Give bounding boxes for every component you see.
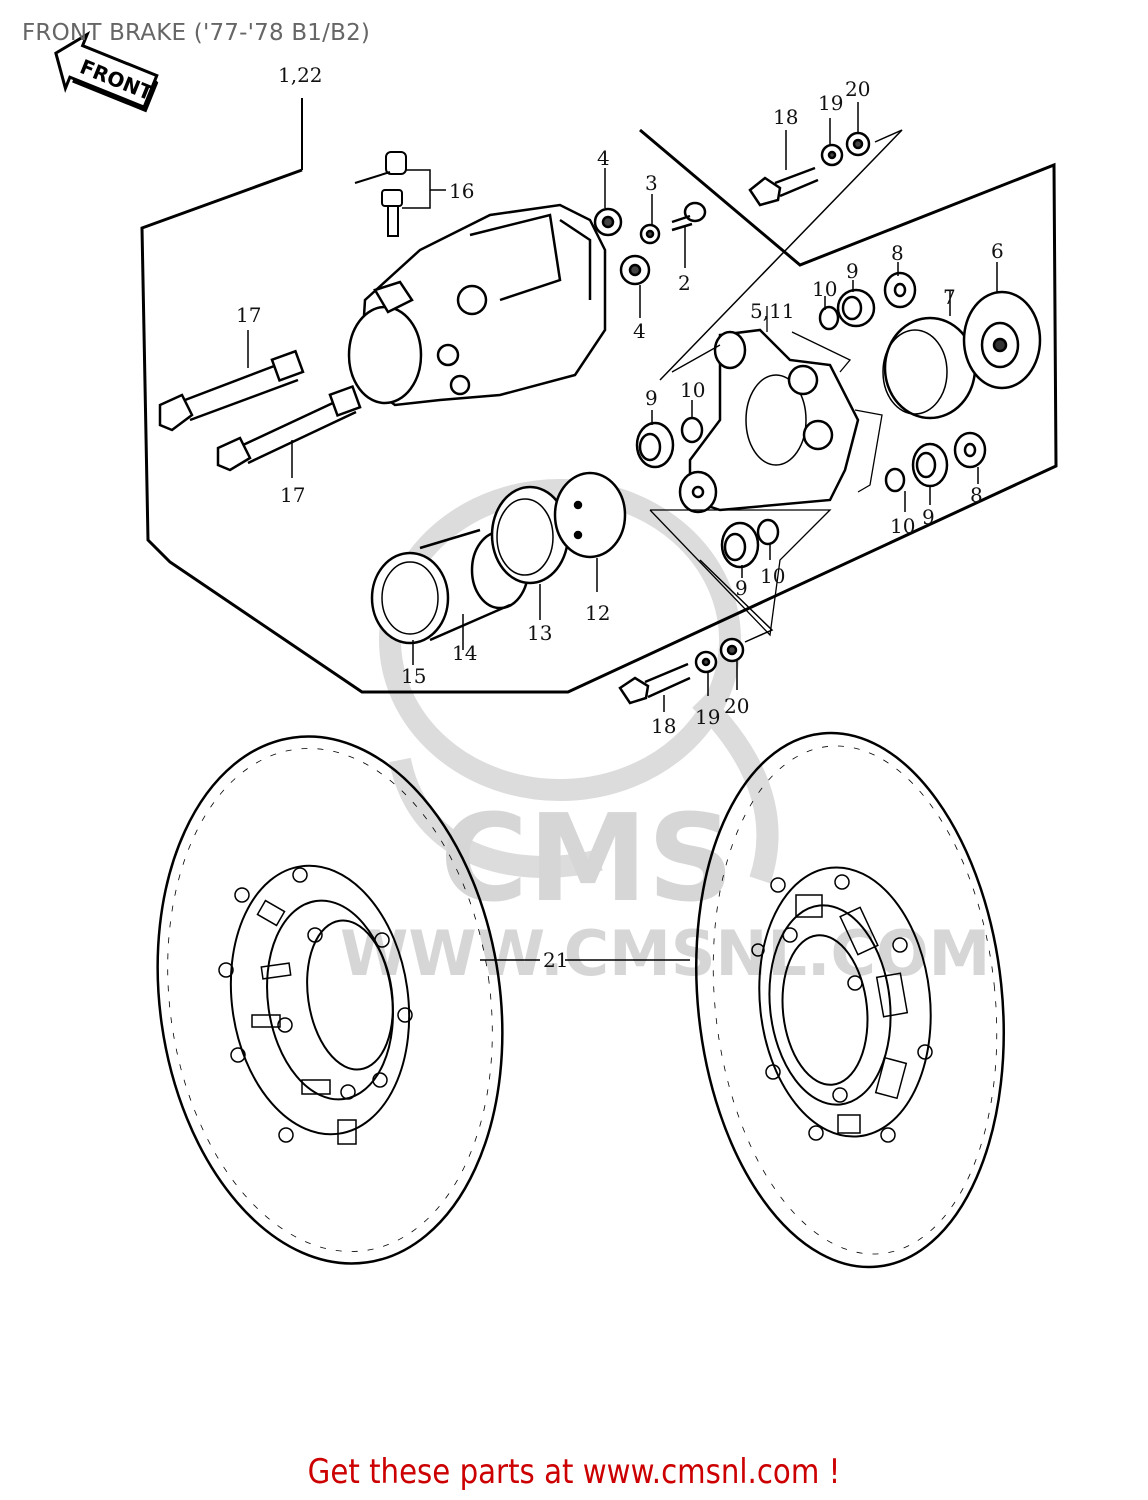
bleeder-valve <box>354 151 446 237</box>
front-direction-arrow-icon: FRONT <box>54 30 159 113</box>
callout-17-upper: 17 <box>236 303 261 327</box>
callout-9-b: 9 <box>645 386 658 410</box>
watermark-url: WWW.CMSNL.COM <box>340 917 990 990</box>
shaft-bolt-upper <box>158 349 305 432</box>
callout-10-d: 10 <box>760 564 785 588</box>
shaft-bolt-lower <box>216 384 362 472</box>
callout-10-a: 10 <box>812 277 837 301</box>
watermark-logo: CMS <box>440 790 734 929</box>
callout-1-22: 1,22 <box>278 63 323 87</box>
callout-20-upper: 20 <box>845 77 870 101</box>
callout-13: 13 <box>527 621 552 645</box>
mount-bolt-lower <box>618 637 745 705</box>
callout-9-d: 9 <box>735 576 748 600</box>
promo-footer-link[interactable]: Get these parts at www.cmsnl.com ! <box>80 1452 1067 1492</box>
caliper-body <box>347 203 607 407</box>
callout-10-c: 10 <box>890 514 915 538</box>
callout-7: 7 <box>943 285 956 309</box>
assembly-outline <box>140 128 1058 694</box>
cms-watermark: CMS WWW.CMSNL.COM <box>340 479 990 990</box>
exploded-parts-diagram: CMS WWW.CMSNL.COM <box>140 63 1058 1269</box>
callout-16: 16 <box>449 179 474 203</box>
boots-and-orings <box>635 271 987 569</box>
callout-20-lower: 20 <box>724 694 749 718</box>
diagram-title: FRONT BRAKE ('77-'78 B1/B2) <box>22 20 371 46</box>
promo-footer-text[interactable]: Get these parts at www.cmsnl.com ! <box>307 1452 841 1492</box>
callout-6: 6 <box>991 239 1004 263</box>
callout-17-lower: 17 <box>280 483 305 507</box>
callout-18-upper: 18 <box>773 105 798 129</box>
caliper-holder <box>678 328 860 514</box>
callout-14: 14 <box>452 641 477 665</box>
callout-labels: 1,22 16 4 3 2 4 18 19 20 17 17 5,11 10 9… <box>236 63 1004 972</box>
callout-10-b: 10 <box>680 378 705 402</box>
callout-5-11: 5,11 <box>750 299 795 323</box>
callout-15: 15 <box>401 664 426 688</box>
brake-pads <box>882 290 1042 420</box>
brake-disc-left <box>156 735 504 1265</box>
callout-8-a: 8 <box>891 241 904 265</box>
brake-disc-right <box>695 731 1005 1269</box>
mount-bolt-upper <box>748 131 871 207</box>
callout-21: 21 <box>543 948 568 972</box>
small-fasteners <box>593 201 707 286</box>
callout-19-lower: 19 <box>695 705 720 729</box>
callout-19-upper: 19 <box>818 91 843 115</box>
callout-9-a: 9 <box>846 259 859 283</box>
callout-18-lower: 18 <box>651 714 676 738</box>
callout-2: 2 <box>678 271 691 295</box>
callout-9-c: 9 <box>922 505 935 529</box>
callout-4-lower: 4 <box>633 319 646 343</box>
callout-4: 4 <box>597 146 610 170</box>
callout-8-b: 8 <box>970 483 983 507</box>
callout-3: 3 <box>645 171 658 195</box>
piston-assembly <box>370 471 627 645</box>
callout-12: 12 <box>585 601 610 625</box>
